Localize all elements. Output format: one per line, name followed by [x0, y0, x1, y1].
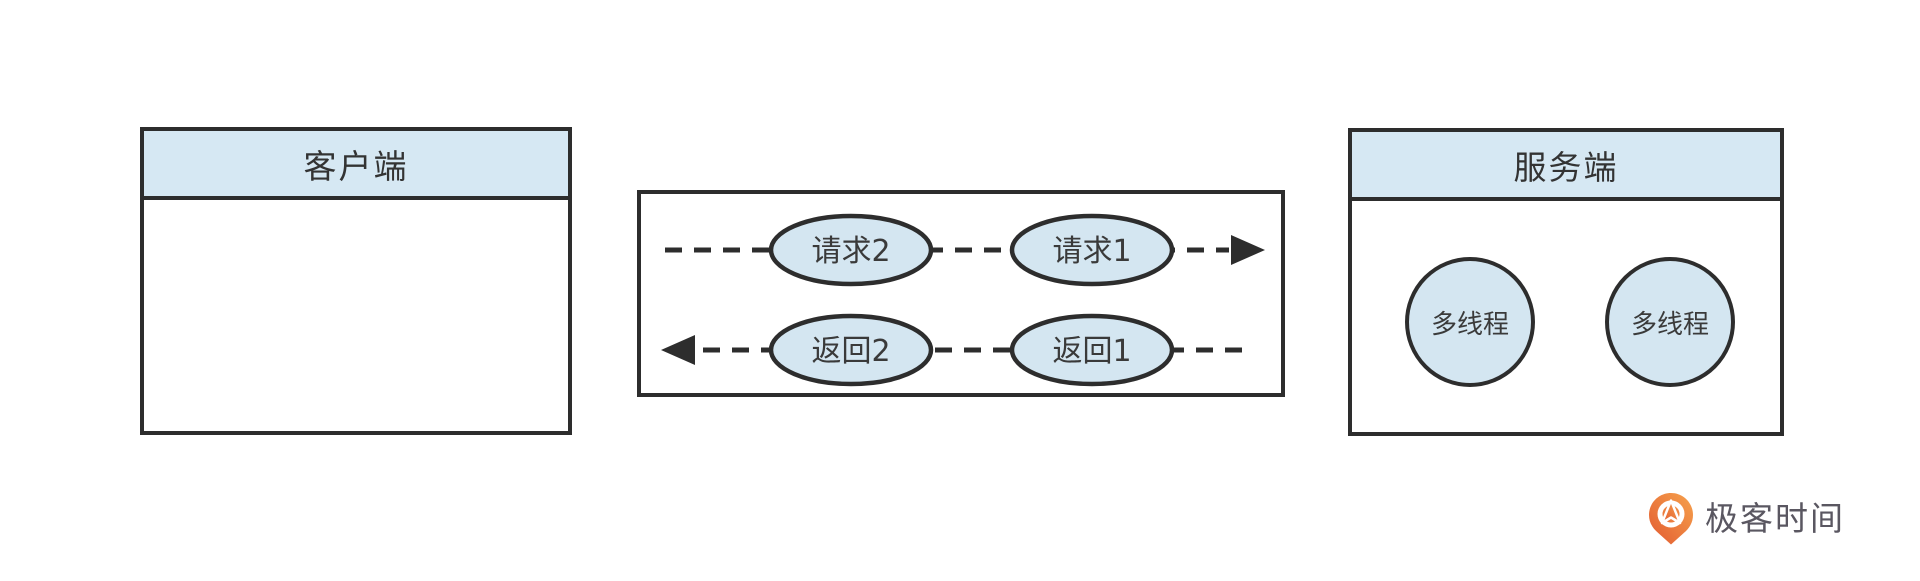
geektime-logo-icon: [1649, 493, 1693, 545]
server-panel-body: 多线程 多线程: [1352, 201, 1780, 432]
client-panel: 客户端: [140, 127, 572, 435]
pipeline-border: [637, 190, 1285, 397]
request-2-label: 请求2: [811, 234, 890, 269]
request-2-ellipse: [768, 213, 934, 287]
request-1-ellipse: [1009, 213, 1175, 287]
request-node-1: 请求1: [1009, 213, 1175, 287]
response-1-ellipse: [1009, 313, 1175, 387]
client-panel-header: 客户端: [144, 131, 568, 200]
request-node-2: 请求2: [768, 213, 934, 287]
server-panel-header: 服务端: [1352, 132, 1780, 201]
client-panel-body: [144, 200, 568, 431]
thread-2-label: 多线程: [1630, 309, 1709, 340]
geektime-logo: 极客时间: [1648, 492, 1845, 546]
thread-1-label: 多线程: [1430, 309, 1509, 340]
thread-circle-1: 多线程: [1405, 257, 1535, 387]
request-1-label: 请求1: [1052, 234, 1131, 269]
response-2-label: 返回2: [811, 334, 890, 369]
arrow-left-icon: [661, 335, 695, 365]
arrow-right-icon: [1231, 235, 1265, 265]
server-panel: 服务端 多线程 多线程: [1348, 128, 1784, 436]
geektime-logo-text: 极客时间: [1705, 499, 1845, 538]
response-node-2: 返回2: [768, 313, 934, 387]
logo-arrow: [1660, 499, 1682, 525]
client-panel-title: 客户端: [303, 146, 409, 186]
thread-circle-2: 多线程: [1605, 257, 1735, 387]
response-1-label: 返回1: [1052, 334, 1131, 369]
response-node-1: 返回1: [1009, 313, 1175, 387]
response-2-ellipse: [768, 313, 934, 387]
server-panel-title: 服务端: [1513, 147, 1619, 187]
request-pipeline-box: 请求2 请求1 返回2 返回1: [637, 190, 1285, 397]
